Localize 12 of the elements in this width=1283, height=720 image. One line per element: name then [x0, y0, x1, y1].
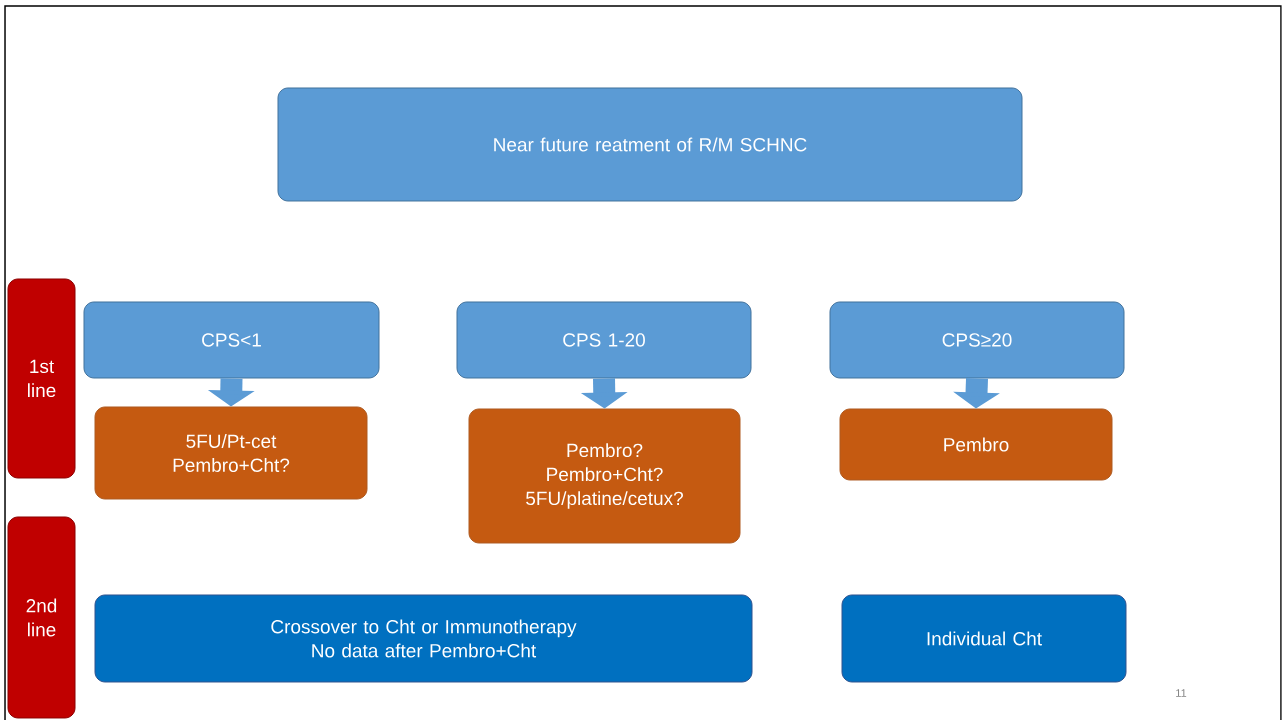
node-box: CPS≥20	[829, 301, 1125, 379]
treatment-box: Crossover to Cht or Immunotherapy No data after Pembro+Cht	[94, 594, 753, 683]
node-box: CPS<1	[83, 301, 380, 379]
line-label-box: 2nd line	[7, 516, 76, 719]
treatment-box: Pembro? Pembro+Cht? 5FU/platine/cetux?	[468, 408, 741, 544]
page-number: 11	[1176, 689, 1187, 697]
line-label-box: 1st line	[7, 278, 76, 479]
node-box: Near future reatment of R/M SCHNC	[277, 87, 1023, 202]
treatment-box: 5FU/Pt-cet Pembro+Cht?	[94, 406, 368, 500]
treatment-box: Pembro	[839, 408, 1113, 481]
node-box: CPS 1-20	[456, 301, 752, 379]
treatment-box: Individual Cht	[841, 594, 1127, 683]
